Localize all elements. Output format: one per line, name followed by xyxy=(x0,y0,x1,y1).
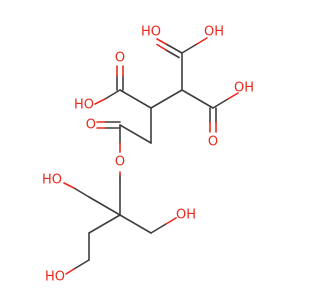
carbon-bonds xyxy=(88,52,214,261)
label-ho-left-ch2: HO xyxy=(42,173,62,188)
bond-c1-o-double-c xyxy=(165,49,180,59)
bond-c4-oh-b xyxy=(227,92,239,100)
bond-c9-c10 xyxy=(88,196,121,216)
label-o-left-carbonyl: O xyxy=(115,51,125,66)
bond-c2-c3 xyxy=(150,89,183,109)
label-o-ester: O xyxy=(115,155,125,170)
label-oh-right-ch2: OH xyxy=(176,208,196,223)
bond-c1-o-double-d xyxy=(156,43,167,51)
bond-c11-oh-b xyxy=(165,217,177,225)
label-o-ester-carbonyl: O xyxy=(86,118,96,133)
bond-c6-c7 xyxy=(119,124,152,144)
bond-c9-c11 xyxy=(119,214,152,234)
label-ho-top-left: HO xyxy=(141,25,161,40)
bond-c3-c5 xyxy=(119,89,152,109)
bond-c9-c12 xyxy=(88,214,121,234)
bond-c1-o-double-a xyxy=(165,43,183,54)
label-oh-right: OH xyxy=(234,81,254,96)
label-ho-left-acid: HO xyxy=(74,98,94,113)
bond-c4-oh-a xyxy=(212,98,229,109)
bond-c11-oh-a xyxy=(150,223,167,234)
atom-labels: OH HO OH O O O O HO HO OH HO xyxy=(42,25,254,285)
bond-c1-o-double-b xyxy=(156,38,167,45)
bond-c5-oh-a xyxy=(104,89,121,100)
bond-c1-oh-b xyxy=(196,37,208,45)
label-ho-bottom: HO xyxy=(45,270,65,285)
bond-c1-oh-a xyxy=(181,43,198,54)
label-oh-top-right: OH xyxy=(204,25,224,40)
bond-c10-oh-a xyxy=(73,187,90,198)
bond-c2-c4 xyxy=(181,89,214,109)
molecule-diagram: OH HO OH O O O O HO HO OH HO xyxy=(42,25,254,285)
bond-c13-oh-b xyxy=(65,268,75,275)
label-o-right-carbonyl: O xyxy=(208,135,218,150)
oxygen-bonds xyxy=(63,37,239,275)
bond-c10-oh-b xyxy=(63,182,75,189)
bond-c5-oh-b xyxy=(94,98,106,105)
bond-c13-oh-a xyxy=(73,259,90,270)
